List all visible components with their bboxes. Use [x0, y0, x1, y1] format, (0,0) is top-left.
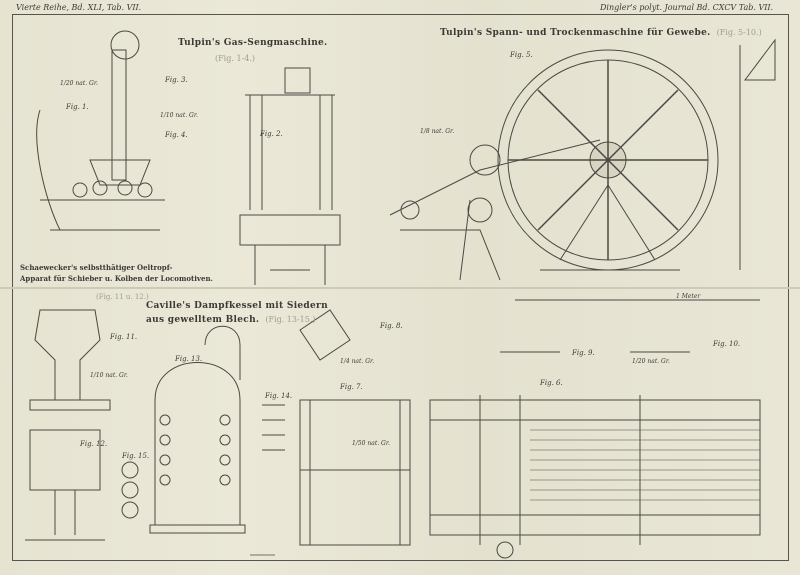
ref-gas-seng: (Fig. 1-4.)	[215, 54, 255, 63]
header-right: Dingler's polyt. Journal Bd. CXCV Tab. V…	[600, 3, 774, 12]
fig7-drawing	[299, 309, 411, 546]
fig-5-label: Fig. 5.	[510, 51, 533, 59]
scale-note: 1/50 nat. Gr.	[352, 440, 390, 447]
fig-6-label: Fig. 6.	[540, 379, 563, 387]
fig-3-label: Fig. 3.	[165, 76, 188, 84]
spann-title-row: Tulpin's Spann- und Trockenmaschine für …	[440, 28, 762, 38]
title-caville-2: aus gewelltem Blech.	[146, 315, 260, 325]
ref-schaewecker: (Fig. 11 u. 12.)	[96, 293, 149, 301]
fig-11-label: Fig. 11.	[110, 333, 138, 341]
fig-9-label: Fig. 9.	[572, 349, 595, 357]
title-caville-1: Caville's Dampfkessel mit Siedern	[146, 301, 328, 311]
fig1-drawing	[36, 30, 165, 231]
fig13-drawing	[149, 325, 285, 534]
scale-note: 1/20 nat. Gr.	[632, 358, 670, 365]
fig-1-label: Fig. 1.	[66, 103, 89, 111]
fig5-drawing	[389, 38, 776, 281]
scale-note: 1/10 nat. Gr.	[90, 372, 128, 379]
fig6-drawing	[429, 299, 761, 559]
title-schaewecker-2: Apparat für Schieber u. Kolben der Locom…	[20, 274, 213, 283]
title-gas-seng: Tulpin's Gas-Sengmaschine.	[178, 38, 328, 48]
fold-line	[0, 287, 800, 289]
title-spann: Tulpin's Spann- und Trockenmaschine für …	[440, 28, 711, 38]
fig2-drawing	[239, 67, 341, 285]
fig-2-label: Fig. 2.	[260, 130, 283, 138]
fig-15-label: Fig. 15.	[122, 452, 150, 460]
scale-note: 1/4 nat. Gr.	[340, 358, 375, 365]
fig-7-label: Fig. 7.	[340, 383, 363, 391]
caville-title-row: aus gewelltem Blech. (Fig. 13-15.)	[146, 315, 316, 325]
scale-note: 1/8 nat. Gr.	[420, 128, 455, 135]
header-left: Vierte Reihe, Bd. XLI, Tab. VII.	[16, 3, 142, 12]
fig-10-label: Fig. 10.	[713, 340, 741, 348]
scale-note: 1/20 nat. Gr.	[60, 80, 98, 87]
fig-13-label: Fig. 13.	[175, 355, 203, 363]
scale-note: 1/10 nat. Gr.	[160, 112, 198, 119]
fig-14-label: Fig. 14.	[265, 392, 293, 400]
ref-spann: (Fig. 5-10.)	[716, 28, 762, 37]
fig-12-label: Fig. 12.	[80, 440, 108, 448]
title-schaewecker-1: Schaewecker's selbstthätiger Oeltropf-	[20, 263, 173, 272]
scale-bar-label: 1 Meter	[676, 293, 701, 300]
fig-8-label: Fig. 8.	[380, 322, 403, 330]
fig11-12-drawing	[25, 309, 139, 541]
fig-4-label: Fig. 4.	[165, 131, 188, 139]
ref-caville: (Fig. 13-15.)	[265, 315, 316, 324]
